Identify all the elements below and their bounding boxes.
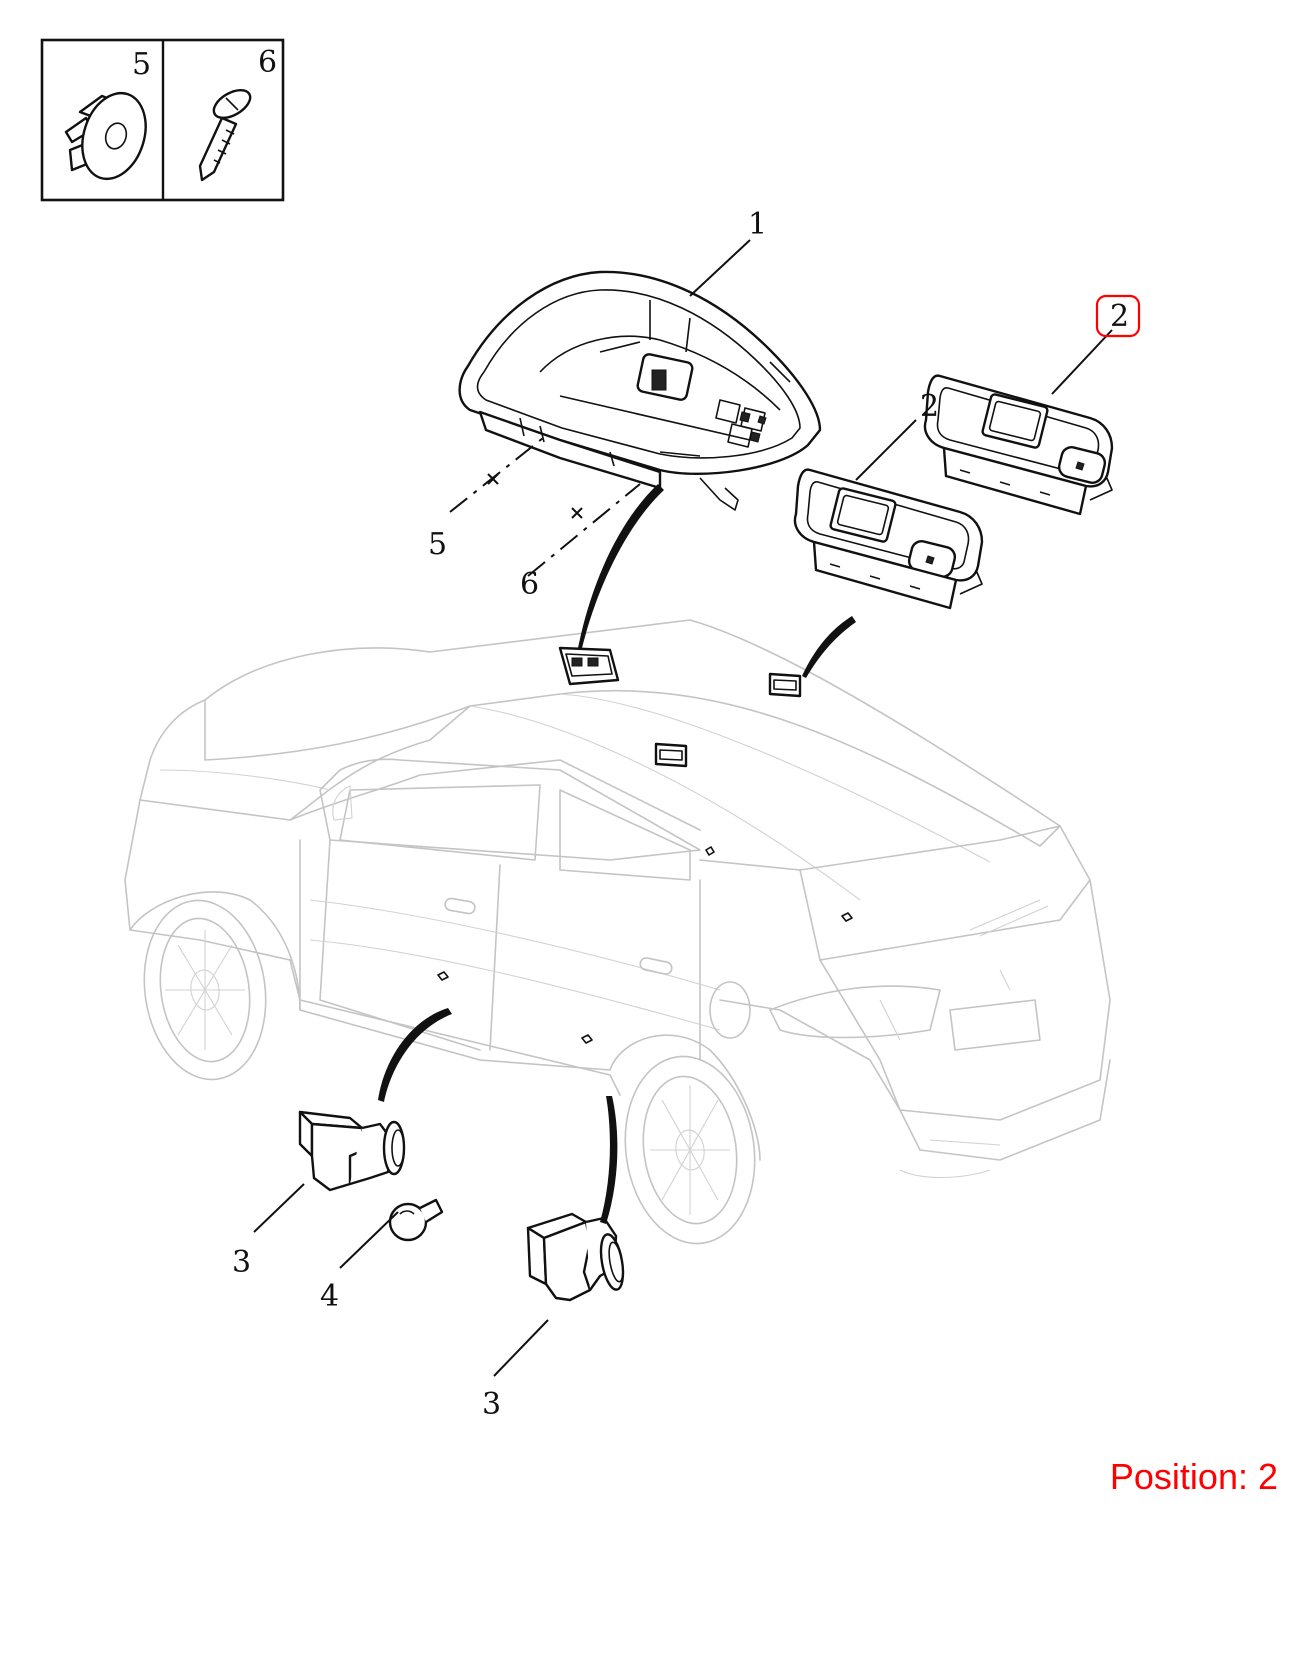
callout-1: 1: [748, 207, 767, 242]
tapping-screw-icon: [198, 88, 252, 182]
leader-3a: [253, 1183, 305, 1233]
push-clip-icon: [64, 91, 147, 181]
connector-swooshes: [378, 484, 856, 1224]
fastener-line-5: [449, 433, 549, 513]
lamp-socket-right: [526, 1212, 625, 1302]
front-lamp-location: [558, 646, 620, 686]
fastener-inset: 5 6: [40, 38, 285, 202]
lamp-socket-left: [298, 1110, 406, 1192]
callout-6: 6: [520, 567, 539, 602]
callout-5: 5: [428, 527, 447, 562]
leader-1: [689, 239, 751, 297]
callout-numbers: 1 2 2 5 6 3 4 3: [232, 207, 1129, 1422]
fastener-mark-5: [487, 473, 499, 485]
bulb: [388, 1198, 444, 1242]
callout-4: 4: [320, 1279, 339, 1314]
inset-number-5: 5: [132, 47, 151, 82]
roof-lamp-locations: [558, 646, 802, 768]
callout-2-upper: 2: [1110, 299, 1129, 334]
leader-4: [339, 1211, 399, 1269]
callout-3-left: 3: [232, 1245, 251, 1280]
selected-callout-highlight: [1095, 294, 1141, 338]
fastener-mark-6: [571, 507, 583, 519]
rear-interior-lamp-upper: [923, 374, 1114, 516]
leader-2a: [855, 419, 917, 481]
rear-lamp-location: [654, 742, 688, 768]
swoosh-socket-left: [378, 1008, 452, 1102]
fastener-lines: [449, 433, 641, 577]
middle-lamp-location: [768, 672, 802, 698]
swoosh-part2: [802, 616, 856, 678]
vehicle-outline: [124, 619, 1111, 1245]
callout-3-right: 3: [482, 1387, 501, 1422]
swoosh-part1: [578, 484, 664, 648]
inset-number-6: 6: [258, 45, 277, 80]
leader-2b: [1051, 329, 1113, 395]
position-label: Position: 2: [1109, 1456, 1278, 1497]
swoosh-socket-right: [600, 1096, 618, 1224]
front-overhead-console: [458, 270, 822, 511]
leader-3b: [493, 1319, 549, 1377]
rear-interior-lamp-lower: [793, 468, 984, 610]
leader-lines: [253, 239, 1113, 1377]
callout-2-middle: 2: [920, 389, 939, 424]
fastener-line-6: [527, 483, 641, 577]
